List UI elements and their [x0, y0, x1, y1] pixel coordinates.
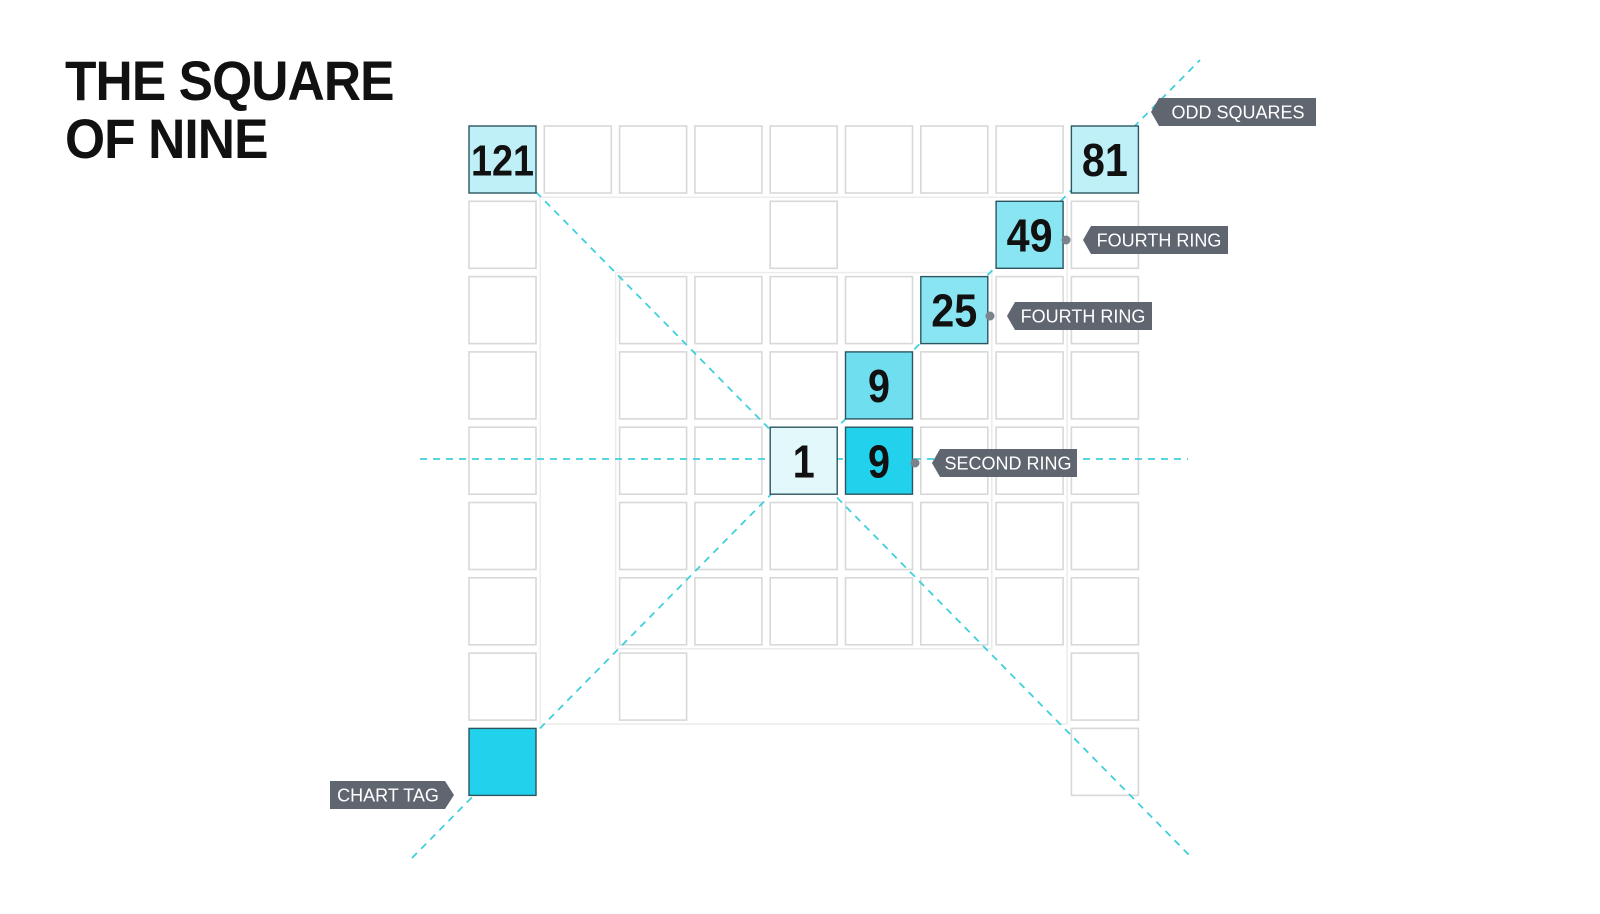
- tag-odd-squares: ODD SQUARES: [1151, 98, 1316, 126]
- grid-cell: [1070, 501, 1140, 571]
- grid-cells: [468, 125, 1140, 797]
- number-cell-box: [920, 275, 989, 345]
- grid-cell: [694, 576, 763, 646]
- grid-cell: [995, 501, 1064, 571]
- tag-fourth-ring-b: FOURTH RING: [985, 302, 1152, 330]
- number-cell-value: 25: [931, 285, 977, 337]
- number-cell: 9: [844, 351, 914, 420]
- grid-cell: [618, 426, 688, 496]
- grid-cell: [769, 576, 839, 646]
- grid-cell: [618, 501, 688, 571]
- tag-fourth-ring-b-label: FOURTH RING: [1021, 307, 1146, 327]
- title-line-1: THE SQUARE: [65, 49, 395, 112]
- grid-cell: [468, 275, 537, 345]
- tag-fourth-ring-a-shape: [1083, 226, 1228, 254]
- tag-fourth-ring-a-label: FOURTH RING: [1097, 231, 1222, 251]
- grid-cell: [919, 351, 989, 420]
- grid-cell: [1070, 351, 1140, 420]
- tag-fourth-ring-a: FOURTH RING: [1061, 226, 1228, 254]
- tag-second-ring-shape: [932, 449, 1077, 477]
- grid-cell: [919, 576, 989, 646]
- grid-cell: [844, 576, 914, 646]
- tag-chart-tag-shape: [330, 781, 454, 809]
- grid-cell: [468, 426, 537, 496]
- grid-cell: [995, 125, 1064, 194]
- grid-cell: [769, 200, 839, 270]
- grid-cell: [1070, 727, 1140, 797]
- grid-cell: [468, 351, 537, 420]
- grid-cell: [618, 576, 688, 646]
- grid-cell: [1070, 652, 1140, 721]
- page-title: THE SQUARE OF NINE: [65, 49, 395, 170]
- tag-chart-tag-label: CHART TAG: [337, 786, 439, 806]
- grid-cell: [618, 652, 688, 721]
- number-cell-value: 1: [793, 435, 815, 487]
- number-cell-box: [769, 426, 838, 495]
- number-cell-value: 121: [471, 136, 534, 185]
- grid-cell: [995, 351, 1064, 420]
- title-line-2: OF NINE: [65, 107, 268, 170]
- number-cell-box: [468, 125, 537, 194]
- number-cell-box: [995, 200, 1064, 270]
- grid-cell: [844, 501, 914, 571]
- grid-cell: [1070, 576, 1140, 646]
- grid-cell: [694, 125, 763, 194]
- number-cell-value: 9: [868, 435, 890, 487]
- tag-second-ring-label: SECOND RING: [944, 454, 1071, 474]
- tag-fourth-ring-b-dot: [985, 311, 995, 321]
- grid-cell: [1070, 426, 1140, 496]
- number-cell-box: [468, 727, 537, 797]
- grid-cell: [769, 501, 839, 571]
- number-cell-box: [1070, 125, 1140, 194]
- grid-cell: [618, 125, 688, 194]
- number-cell-box: [844, 426, 914, 495]
- number-cell-value: 9: [868, 360, 890, 412]
- number-cell-value: 81: [1082, 134, 1128, 186]
- grid-cell: [694, 501, 763, 571]
- grid-cell: [468, 501, 537, 571]
- grid-cell: [844, 275, 914, 345]
- grid-cell: [769, 125, 839, 194]
- number-cell: 121: [468, 125, 537, 194]
- grid-cell: [769, 275, 839, 345]
- number-cell: 9: [844, 426, 914, 495]
- tag-chart-tag: CHART TAG: [330, 781, 454, 809]
- number-cell-value: 49: [1007, 209, 1053, 261]
- grid-cell: [468, 576, 537, 646]
- number-cell: 49: [995, 200, 1064, 270]
- grid-cell: [919, 501, 989, 571]
- number-cell: [468, 727, 537, 797]
- tag-second-ring-dot: [910, 458, 920, 468]
- number-cell: 81: [1070, 125, 1140, 194]
- grid-cell: [769, 351, 839, 420]
- grid-cell: [995, 576, 1064, 646]
- tag-odd-squares-label: ODD SQUARES: [1171, 103, 1304, 123]
- grid-cell: [694, 351, 763, 420]
- grid-cell: [618, 351, 688, 420]
- number-cell: 25: [920, 275, 989, 345]
- grid-cell: [468, 200, 537, 270]
- grid-cell: [844, 125, 914, 194]
- tag-second-ring: SECOND RING: [910, 449, 1077, 477]
- grid-cell: [543, 125, 613, 194]
- grid-cell: [694, 426, 763, 496]
- tag-odd-squares-shape: [1151, 98, 1316, 126]
- grid-cell: [468, 652, 537, 721]
- grid-cell: [694, 275, 763, 345]
- tag-fourth-ring-b-shape: [1007, 302, 1152, 330]
- tag-fourth-ring-a-dot: [1061, 235, 1071, 245]
- grid-cell: [919, 125, 989, 194]
- number-cell: 1: [769, 426, 838, 495]
- number-cells: 121 81 49 25 9 1 9: [468, 125, 1140, 797]
- number-cell-box: [844, 351, 914, 420]
